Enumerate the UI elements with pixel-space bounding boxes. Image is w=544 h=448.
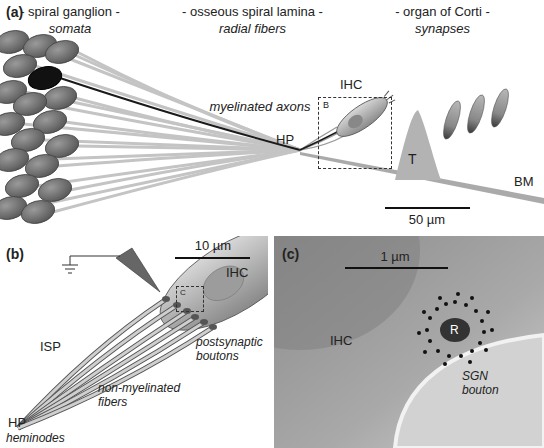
node-label: T xyxy=(408,152,417,166)
region-title: - osseous spiral lamina - xyxy=(165,5,340,20)
inner-hair-cell xyxy=(331,86,399,143)
scale-label: 1 µm xyxy=(360,250,430,265)
tunnel-of-corti-outline xyxy=(395,110,441,180)
part-label: ISP xyxy=(40,340,70,355)
panel-letter: (b) xyxy=(6,246,36,262)
region-subtitle: somata xyxy=(5,22,135,37)
part-label: BM xyxy=(514,175,542,190)
spiral-ganglion-somata xyxy=(0,27,81,227)
scale-label: 10 µm xyxy=(178,239,248,254)
detail-box: B xyxy=(318,97,392,169)
part-label: SGN bouton xyxy=(462,370,510,398)
part-label: IHC xyxy=(226,266,260,281)
region-title: - spiral ganglion - xyxy=(5,5,135,20)
detail-box: C xyxy=(176,286,204,312)
part-label: postsynaptic boutons xyxy=(196,336,276,364)
part-label: heminodes xyxy=(6,432,86,446)
panel-letter: (c) xyxy=(282,246,312,262)
synaptic-ribbon: R xyxy=(439,317,471,343)
panel-b-art xyxy=(18,236,268,428)
node-label: R xyxy=(450,324,459,336)
part-label: myelinated axons xyxy=(195,100,325,115)
node-label: B xyxy=(323,101,329,110)
scale-label: 50 µm xyxy=(392,213,462,228)
region-subtitle: synapses xyxy=(375,22,510,37)
highlighted-soma xyxy=(26,63,65,93)
node-label: C xyxy=(180,289,186,297)
region-subtitle: radial fibers xyxy=(165,22,340,37)
scale-bar xyxy=(385,207,470,209)
myelinated-fibers xyxy=(23,42,300,212)
tunnel-of-corti: T xyxy=(393,108,443,180)
tunnel-of-corti-shape xyxy=(393,108,443,180)
outer-hair-cells xyxy=(440,87,512,141)
part-label: IHC xyxy=(340,78,370,93)
region-title: - organ of Corti - xyxy=(375,5,510,20)
part-label: non-myelinated fibers xyxy=(98,382,193,410)
highlighted-terminal xyxy=(300,130,341,150)
part-label: HP xyxy=(8,416,34,431)
panel-c-art xyxy=(274,236,544,448)
part-label: IHC xyxy=(330,334,364,349)
part-label: HP xyxy=(276,133,300,148)
synaptic-ribbon-outline xyxy=(440,318,470,342)
